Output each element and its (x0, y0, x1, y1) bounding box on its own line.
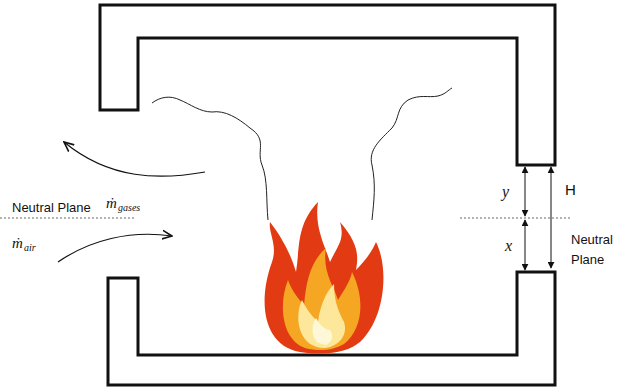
flow-label: gases (118, 203, 140, 213)
dimension-label: x (503, 238, 514, 254)
dimension-arrow (525, 167, 551, 270)
flow-label: ṁ (12, 236, 23, 251)
flow-label: air (24, 243, 36, 253)
neutral-plane-line (0, 218, 570, 219)
dimension-label: y (500, 184, 511, 200)
flow-label: ṁ (106, 196, 117, 211)
dimension-label: H (563, 182, 578, 197)
smoke-plume (152, 88, 452, 220)
plane-label: Neutral Plane (571, 230, 621, 269)
room-walls (100, 5, 555, 385)
fire (265, 202, 384, 354)
plane-label: Neutral Plane (10, 201, 93, 214)
